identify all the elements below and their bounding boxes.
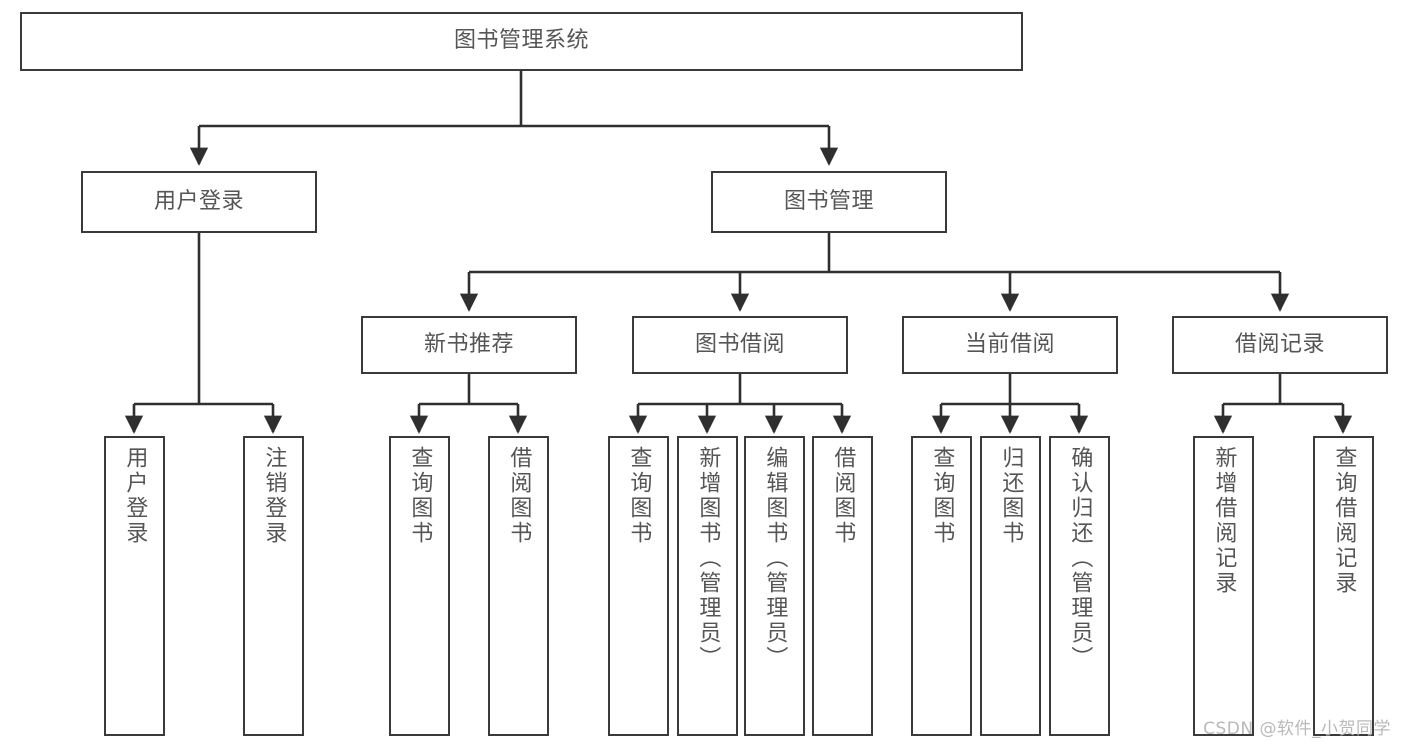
leaf-borrow-query-book[interactable]: 查询图书: [608, 436, 669, 736]
node-new-book-recommend[interactable]: 新书推荐: [361, 316, 577, 374]
node-book-management[interactable]: 图书管理: [711, 171, 947, 233]
leaf-user-login-signout-label: 注销登录: [261, 446, 287, 546]
node-current-borrow[interactable]: 当前借阅: [902, 316, 1118, 374]
leaf-borrow-borrow-book-label: 借阅图书: [830, 446, 856, 546]
leaf-record-add-record-label: 新增借阅记录: [1211, 446, 1237, 596]
leaf-borrow-add-book-admin[interactable]: 新增图书（管理员）: [677, 436, 738, 736]
node-book-borrow-label: 图书借阅: [694, 331, 785, 357]
leaf-user-login-signin[interactable]: 用户登录: [104, 436, 165, 736]
leaf-borrow-query-book-label: 查询图书: [626, 446, 652, 546]
leaf-current-return-book-label: 归还图书: [998, 446, 1024, 546]
leaf-new-book-query-label: 查询图书: [407, 446, 433, 546]
node-book-management-label: 图书管理: [783, 188, 874, 214]
leaf-current-confirm-return-admin[interactable]: 确认归还（管理员）: [1049, 436, 1110, 736]
leaf-new-book-borrow[interactable]: 借阅图书: [488, 436, 549, 736]
node-current-borrow-label: 当前借阅: [964, 331, 1055, 357]
node-new-book-recommend-label: 新书推荐: [423, 331, 514, 357]
leaf-current-query-book[interactable]: 查询图书: [911, 436, 972, 736]
leaf-user-login-signin-label: 用户登录: [122, 446, 148, 546]
node-root[interactable]: 图书管理系统: [20, 12, 1023, 71]
leaf-current-return-book[interactable]: 归还图书: [980, 436, 1041, 736]
watermark-text: CSDN @软件_小贺同学: [1203, 719, 1391, 739]
leaf-record-query-record-label: 查询借阅记录: [1331, 446, 1357, 596]
leaf-current-confirm-return-admin-label: 确认归还（管理员）: [1067, 446, 1093, 671]
node-borrow-record[interactable]: 借阅记录: [1172, 316, 1388, 374]
leaf-record-add-record[interactable]: 新增借阅记录: [1193, 436, 1254, 736]
node-root-label: 图书管理系统: [453, 28, 589, 54]
leaf-borrow-edit-book-admin[interactable]: 编辑图书（管理员）: [744, 436, 805, 736]
leaf-new-book-borrow-label: 借阅图书: [506, 446, 532, 546]
node-borrow-record-label: 借阅记录: [1234, 331, 1325, 357]
leaf-borrow-edit-book-admin-label: 编辑图书（管理员）: [762, 446, 788, 671]
leaf-current-query-book-label: 查询图书: [929, 446, 955, 546]
leaf-user-login-signout[interactable]: 注销登录: [243, 436, 304, 736]
node-user-login-label: 用户登录: [153, 188, 244, 214]
leaf-record-query-record[interactable]: 查询借阅记录: [1313, 436, 1374, 736]
leaf-borrow-add-book-admin-label: 新增图书（管理员）: [695, 446, 721, 671]
node-user-login[interactable]: 用户登录: [81, 171, 317, 233]
leaf-borrow-borrow-book[interactable]: 借阅图书: [812, 436, 873, 736]
leaf-new-book-query[interactable]: 查询图书: [389, 436, 450, 736]
node-book-borrow[interactable]: 图书借阅: [632, 316, 848, 374]
